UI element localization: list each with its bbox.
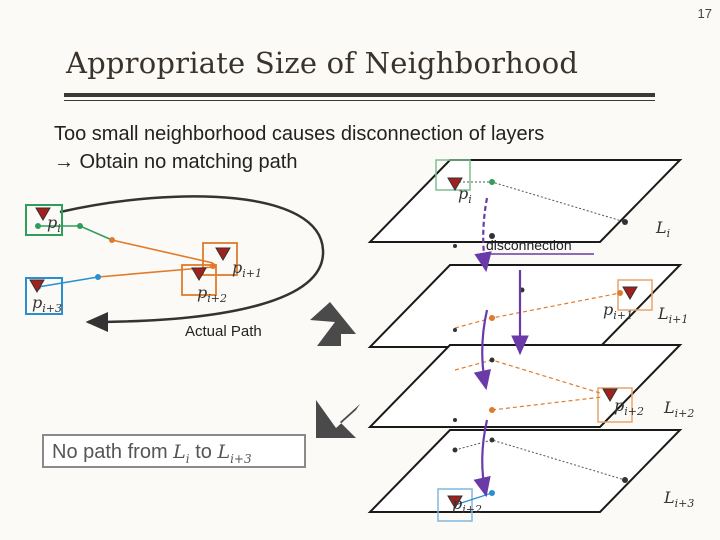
result-from: Li	[173, 441, 190, 466]
layer-label-i: Li	[656, 218, 671, 241]
label-pi: pi	[47, 213, 61, 236]
marker-pi2	[191, 267, 207, 281]
result-to: Li+3	[217, 441, 252, 466]
layer-i2-path-2	[491, 396, 603, 411]
label-pi2: pi+2	[197, 283, 227, 306]
layer-i-point	[453, 244, 457, 248]
layer-i3-point	[452, 447, 458, 453]
label-pi3: pi+3	[32, 293, 62, 316]
slide-number: 17	[697, 6, 712, 21]
layer-label-i3: Li+3	[664, 488, 695, 511]
title-rule-thin	[64, 100, 655, 101]
layer-i1-marker	[622, 286, 638, 300]
layer-point-label-pi: pi	[458, 184, 472, 207]
purple-arrow	[473, 309, 491, 391]
layer-i3-marker	[447, 495, 463, 509]
layer-i2-point	[489, 407, 495, 413]
layer-i1-point	[617, 290, 623, 296]
layer-plane-i2	[367, 344, 683, 428]
layer-point-label-pi2: pi+2	[614, 396, 644, 419]
block-arrow-left	[316, 400, 360, 438]
purple-arrow	[473, 419, 491, 498]
label-pi1: pi+1	[232, 258, 262, 281]
marker-pi	[35, 207, 51, 221]
neighborhood-box-pi1	[202, 242, 238, 276]
path-segment-blue	[37, 276, 99, 288]
result-box: No path from Li to Li+3	[42, 434, 306, 468]
layer-i1-point	[453, 328, 457, 332]
layer-i-point	[489, 179, 495, 185]
disconnection-label: disconnection	[486, 237, 572, 253]
layer-i3-path	[454, 439, 626, 481]
layer-label-i2: Li+2	[664, 398, 695, 421]
body-line-1: Too small neighborhood causes disconnect…	[54, 123, 545, 145]
path-point	[210, 263, 216, 269]
layer-plane-i1	[367, 264, 683, 348]
path-point	[95, 274, 101, 280]
result-prefix: No path from	[52, 441, 174, 463]
path-point	[77, 223, 83, 229]
layer-plane-i	[367, 159, 683, 243]
layer-i-marker	[447, 177, 463, 191]
neighborhood-box-pi	[25, 204, 63, 236]
layer-point-label-pi3: pi+2	[452, 494, 482, 517]
layer-label-i1: Li+1	[658, 304, 689, 327]
title-rule-thick	[64, 93, 655, 97]
path-point	[109, 237, 115, 243]
layer-point-label-pi1: pi+1	[603, 300, 633, 323]
actual-path-label: Actual Path	[185, 323, 262, 340]
actual-path-curve	[59, 195, 325, 332]
layer-i2-neighborhood-box	[597, 387, 633, 423]
layer-i-point	[489, 233, 495, 239]
layer-i1-point	[489, 315, 495, 321]
layer-i2-point	[489, 357, 495, 363]
layer-i2-point	[453, 418, 457, 422]
layer-i3-neighborhood-box	[437, 488, 473, 522]
layer-i2-marker	[602, 388, 618, 402]
result-middle: to	[189, 441, 218, 463]
path-segment-orange	[111, 239, 214, 264]
layer-i-point	[622, 219, 628, 225]
purple-arrow	[474, 197, 492, 273]
marker-pi3	[29, 279, 45, 293]
neighborhood-box-pi3	[25, 277, 63, 315]
layer-i3-point	[622, 477, 628, 483]
layer-i-neighborhood-box	[435, 159, 471, 191]
path-point	[35, 223, 41, 229]
block-arrow-right	[310, 302, 356, 346]
slide-title: Appropriate Size of Neighborhood	[66, 46, 579, 80]
layer-i3-point	[489, 437, 495, 443]
body-line-2: → Obtain no matching path	[54, 151, 298, 173]
marker-pi1	[215, 247, 231, 261]
neighborhood-box-pi2	[181, 264, 217, 296]
layer-i3-point	[489, 490, 495, 496]
layer-plane-i3	[367, 429, 683, 513]
